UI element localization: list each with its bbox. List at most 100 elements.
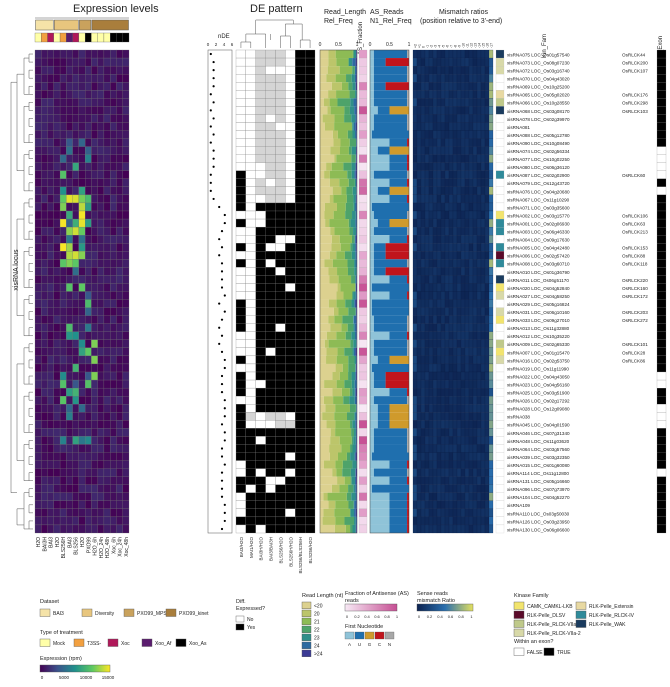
de-cell (235, 138, 246, 147)
expression-cell (116, 299, 123, 308)
mismatch-cell (416, 468, 422, 477)
read-length-segment (355, 412, 357, 421)
de-cell (295, 114, 306, 123)
mismatch-cell (468, 57, 474, 67)
in-exon-cell (656, 355, 667, 365)
de-cell (255, 492, 266, 501)
read-length-segment (348, 355, 355, 364)
in-exon-cell (656, 90, 667, 99)
expression-cell (41, 412, 48, 421)
as-reads-segment (371, 299, 409, 308)
expression-cell (72, 412, 79, 421)
mismatch-cell (464, 235, 470, 244)
expression-cell (110, 210, 117, 220)
expression-cell (59, 331, 67, 340)
as-reads-segment (373, 436, 408, 445)
dataset-legend-label: BAI3 (53, 611, 64, 617)
read-length-segment (340, 243, 351, 252)
expression-cell (59, 170, 67, 179)
mismatch-cell (440, 331, 446, 340)
row-label-locus: xisRNA074 LOC_Os02g56334 (507, 149, 570, 154)
as-reads-segment (373, 82, 386, 91)
de-cell (255, 82, 266, 91)
mismatch-cell (440, 243, 446, 252)
mismatch-cell (448, 468, 454, 477)
read-length-segment (338, 275, 352, 284)
de-cell (275, 412, 286, 421)
kinase-family-cell (495, 259, 505, 268)
mismatch-cell (416, 90, 422, 99)
mismatch-cell (436, 251, 442, 260)
mismatch-cell (468, 243, 474, 252)
mismatch-cell (464, 436, 470, 445)
mismatch-cell (440, 170, 446, 179)
mismatch-cell (460, 65, 466, 75)
mismatch-cell (436, 162, 442, 171)
nde-dot (220, 423, 224, 426)
mismatch-cell (452, 452, 458, 461)
de-cell (265, 331, 276, 340)
mismatch-cell (424, 516, 430, 526)
mismatch-cell (420, 508, 426, 518)
read-length-segment (352, 524, 356, 533)
read-length-segment (352, 66, 355, 75)
expression-cell (122, 492, 130, 501)
expression-cell (103, 404, 111, 413)
mismatch-cell (488, 444, 494, 453)
de-cell (285, 259, 296, 268)
expression-cell (66, 57, 73, 67)
mismatch-cell (480, 57, 486, 67)
expression-cell (91, 259, 98, 268)
de-cell (285, 267, 296, 276)
expression-cell (85, 122, 92, 131)
as-reads-segment (389, 500, 408, 509)
as-fraction-cell (358, 202, 368, 212)
mismatch-legend-title: mismatch Ratio (417, 598, 455, 604)
expression-cell (53, 114, 61, 123)
expression-cell (34, 492, 42, 501)
mismatch-cell (464, 65, 470, 75)
expression-cell (53, 243, 61, 252)
read-length-segment (336, 90, 350, 99)
treatment-header-cell (41, 32, 48, 43)
de-cell (235, 283, 246, 292)
expression-cell (122, 122, 130, 131)
expression-cell (116, 452, 123, 461)
expression-cell (116, 82, 123, 91)
de-cell (265, 484, 276, 493)
mismatch-cell (436, 114, 442, 123)
mismatch-cell (412, 452, 418, 461)
mismatch-cell (456, 178, 462, 187)
expression-cell (97, 235, 105, 244)
expression-cell (110, 130, 117, 139)
expression-cell (53, 387, 61, 397)
expression-cell (78, 146, 86, 155)
de-cell (265, 436, 276, 445)
mismatch-cell (476, 388, 482, 397)
expression-cell (59, 130, 67, 139)
mismatch-cell (484, 194, 490, 204)
mismatch-cell (416, 106, 422, 115)
expression-cell (41, 436, 48, 445)
de-cell (245, 379, 256, 389)
kinase-family-cell (495, 202, 505, 212)
mismatch-cell (460, 227, 466, 236)
in-exon-cell (656, 98, 667, 107)
expression-cell (59, 363, 67, 373)
de-cell (255, 428, 266, 437)
as-reads-segment (377, 106, 390, 115)
treatment-legend-label: T3SS- (87, 641, 102, 647)
as-fraction-cell (358, 524, 368, 534)
as-fraction-cell (358, 235, 368, 244)
as-fraction-column (358, 49, 368, 534)
as-reads-segment (389, 524, 408, 533)
de-cell (235, 154, 246, 163)
mismatch-cell (488, 235, 494, 244)
mismatch-cell (484, 162, 490, 171)
expression-cell (110, 275, 117, 284)
expression-cell (47, 420, 54, 429)
read-length-segment (336, 355, 349, 364)
mismatch-cell (416, 388, 422, 397)
mismatch-cell (448, 251, 454, 260)
